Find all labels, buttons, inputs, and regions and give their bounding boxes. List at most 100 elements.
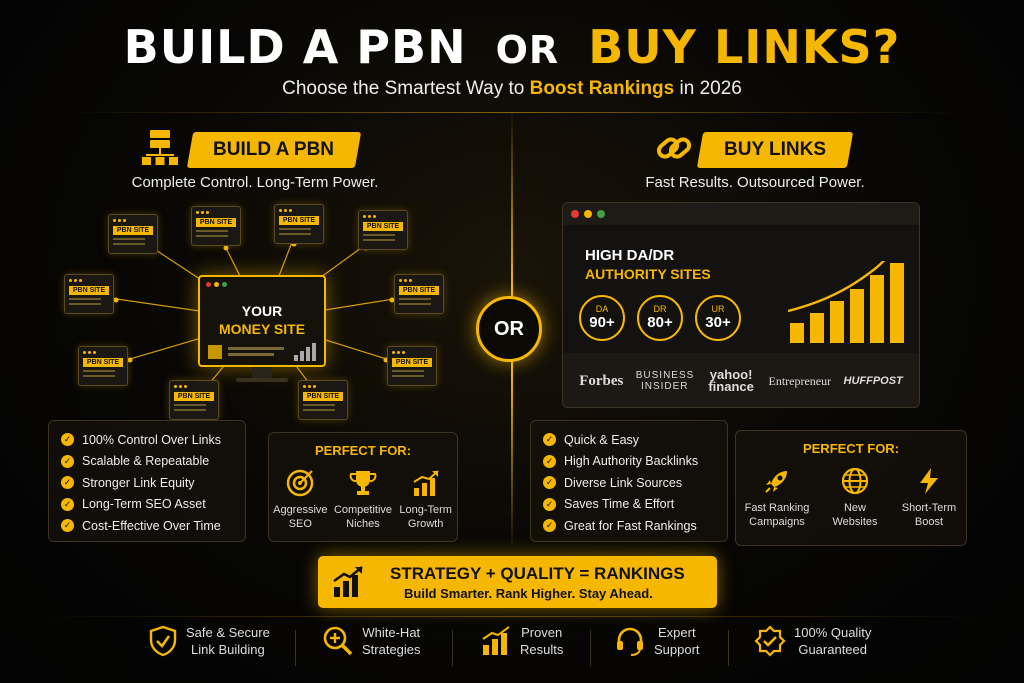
list-item: ✓Quick & Easy bbox=[543, 429, 715, 451]
strategy-line1: STRATEGY + QUALITY = RANKINGS bbox=[390, 564, 685, 583]
footer-divider bbox=[40, 616, 984, 617]
globe-icon bbox=[841, 467, 869, 495]
title-buy-links: BUY LINKS? bbox=[588, 20, 901, 74]
feature-separator bbox=[452, 630, 453, 666]
check-icon: ✓ bbox=[61, 433, 74, 447]
check-icon: ✓ bbox=[543, 433, 556, 447]
feature-separator bbox=[295, 630, 296, 666]
buy-links-badge: BUY LINKS bbox=[696, 132, 854, 168]
pbn-perfect-for: PERFECT FOR: Aggressive SEO Competitive … bbox=[268, 432, 458, 542]
yahoo-finance-logo: yahoo! finance bbox=[708, 367, 754, 394]
feature-separator bbox=[728, 630, 729, 666]
shield-check-icon bbox=[149, 625, 177, 657]
buy-tagline: Fast Results. Outsourced Power. bbox=[645, 174, 865, 191]
headset-icon bbox=[617, 627, 643, 656]
buy-perfect-for: PERFECT FOR: Fast Ranking Campaigns New … bbox=[735, 430, 967, 546]
buy-links-badge-label: BUY LINKS bbox=[723, 139, 827, 160]
monitor-chart-icon bbox=[208, 343, 316, 361]
publisher-logos: Forbes BUSINESS INSIDER yahoo! finance E… bbox=[563, 353, 919, 407]
feature-separator bbox=[590, 630, 591, 666]
list-item: ✓Long-Term SEO Asset bbox=[61, 494, 233, 516]
check-icon: ✓ bbox=[61, 497, 74, 511]
perfect-for-item: New Websites bbox=[824, 464, 886, 529]
subtitle: Choose the Smartest Way to Boost Ranking… bbox=[0, 78, 1024, 100]
pbn-site-card: PBN SITE bbox=[298, 380, 348, 420]
strategy-line2: Build Smarter. Rank Higher. Stay Ahead. bbox=[404, 586, 653, 601]
list-item: ✓Scalable & Repeatable bbox=[61, 451, 233, 473]
money-site-line2: MONEY SITE bbox=[218, 321, 306, 337]
lightning-icon bbox=[920, 468, 938, 494]
perfect-for-item: Fast Ranking Campaigns bbox=[742, 464, 812, 529]
authority-heading2: AUTHORITY SITES bbox=[585, 266, 711, 282]
perfect-for-item: Competitive Niches bbox=[332, 466, 394, 531]
list-item: ✓Cost-Effective Over Time bbox=[61, 515, 233, 537]
check-icon: ✓ bbox=[543, 497, 556, 511]
main-title: BUILD A PBN OR BUY LINKS? bbox=[0, 20, 1024, 74]
check-icon: ✓ bbox=[61, 454, 74, 468]
monitor-base bbox=[236, 378, 288, 382]
or-circle: OR bbox=[476, 296, 542, 362]
pbn-site-card: PBN SITE bbox=[64, 274, 114, 314]
business-insider-logo: BUSINESS INSIDER bbox=[635, 370, 695, 392]
buy-benefits-list: ✓Quick & Easy ✓High Authority Backlinks … bbox=[530, 420, 728, 542]
pbn-site-card: PBN SITE bbox=[387, 346, 437, 386]
check-icon: ✓ bbox=[543, 454, 556, 468]
bar-chart-icon bbox=[482, 626, 510, 655]
pbn-site-card: PBN SITE bbox=[169, 380, 219, 420]
strategy-banner: STRATEGY + QUALITY = RANKINGS Build Smar… bbox=[318, 556, 717, 608]
trophy-icon bbox=[349, 471, 377, 495]
rocket-icon bbox=[765, 471, 787, 493]
pbn-benefits-list: ✓100% Control Over Links ✓Scalable & Rep… bbox=[48, 420, 246, 542]
list-item: ✓Stronger Link Equity bbox=[61, 472, 233, 494]
perfect-for-item: Aggressive SEO bbox=[269, 466, 331, 531]
list-item: ✓High Authority Backlinks bbox=[543, 451, 715, 473]
check-icon: ✓ bbox=[61, 519, 74, 533]
pbn-site-card: PBN SITE bbox=[108, 214, 158, 254]
window-titlebar bbox=[563, 203, 919, 225]
entrepreneur-logo: Entrepreneur bbox=[768, 373, 832, 388]
pbn-tagline: Complete Control. Long-Term Power. bbox=[131, 174, 379, 191]
check-icon: ✓ bbox=[543, 519, 556, 533]
server-network-icon bbox=[142, 130, 178, 165]
pbn-perfect-for-title: PERFECT FOR: bbox=[314, 443, 412, 458]
monitor-stand bbox=[252, 367, 272, 379]
perfect-for-item: Short-Term Boost bbox=[898, 464, 960, 529]
list-item: ✓Diverse Link Sources bbox=[543, 472, 715, 494]
money-site-monitor: YOUR MONEY SITE bbox=[198, 275, 326, 367]
check-icon: ✓ bbox=[61, 476, 74, 490]
subtitle-highlight: Boost Rankings bbox=[529, 78, 675, 99]
magnifier-plus-icon bbox=[323, 626, 353, 656]
pbn-site-card: PBN SITE bbox=[274, 204, 324, 244]
buy-perfect-for-title: PERFECT FOR: bbox=[802, 441, 900, 456]
target-icon bbox=[287, 469, 314, 497]
subtitle-pre: Choose the Smartest Way to bbox=[282, 78, 525, 99]
list-item: ✓100% Control Over Links bbox=[61, 429, 233, 451]
pbn-site-card: PBN SITE bbox=[191, 206, 241, 246]
pbn-site-card: PBN SITE bbox=[78, 346, 128, 386]
authority-heading1: HIGH DA/DR bbox=[585, 247, 675, 264]
perfect-for-item: Long-Term Growth bbox=[395, 466, 457, 531]
forbes-logo: Forbes bbox=[579, 372, 624, 389]
subtitle-post: in 2026 bbox=[679, 78, 742, 99]
chain-link-icon bbox=[656, 137, 692, 159]
money-site-line1: YOUR bbox=[241, 303, 283, 319]
huffpost-logo: HUFFPOST bbox=[843, 375, 903, 387]
pbn-site-card: PBN SITE bbox=[358, 210, 408, 250]
list-item: ✓Great for Fast Rankings bbox=[543, 515, 715, 537]
growth-chart-icon bbox=[413, 470, 439, 496]
title-build-pbn: BUILD A PBN bbox=[123, 20, 467, 74]
check-icon: ✓ bbox=[543, 476, 556, 490]
list-item: ✓Saves Time & Effort bbox=[543, 494, 715, 516]
pbn-site-card: PBN SITE bbox=[394, 274, 444, 314]
bar-growth-icon bbox=[333, 566, 363, 597]
